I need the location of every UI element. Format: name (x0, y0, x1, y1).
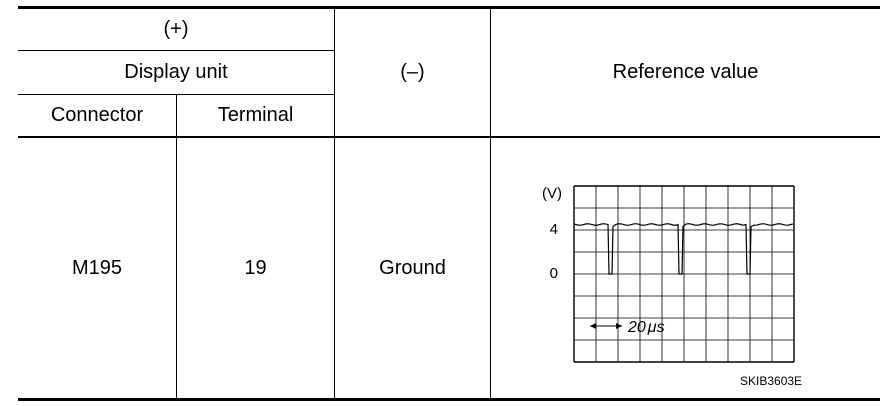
header-minus: (–) (400, 61, 425, 83)
col-divider-2 (334, 8, 335, 398)
header-terminal: Terminal (217, 104, 294, 126)
plus-divider (18, 50, 334, 51)
row-terminal: 19 (244, 256, 267, 279)
col-divider-1 (176, 94, 177, 398)
waveform-trace (573, 223, 794, 275)
table-top-border (18, 6, 880, 9)
header-plus: (+) (163, 18, 189, 40)
waveform-grid (573, 185, 795, 363)
row-connector: M195 (71, 256, 123, 279)
waveform-unit-label: (V) (542, 185, 562, 202)
header-display-unit: Display unit (124, 61, 228, 83)
figure-code: SKIB3603E (740, 374, 803, 388)
header-connector: Connector (50, 104, 144, 126)
row-minus: Ground (379, 256, 446, 279)
header-body-divider (18, 136, 880, 138)
waveform-ytick-low: 0 (550, 265, 558, 282)
col-divider-3 (490, 8, 491, 398)
table-bottom-border (18, 398, 880, 401)
waveform-ytick-high: 4 (550, 221, 558, 238)
header-reference-value: Reference value (612, 61, 759, 83)
